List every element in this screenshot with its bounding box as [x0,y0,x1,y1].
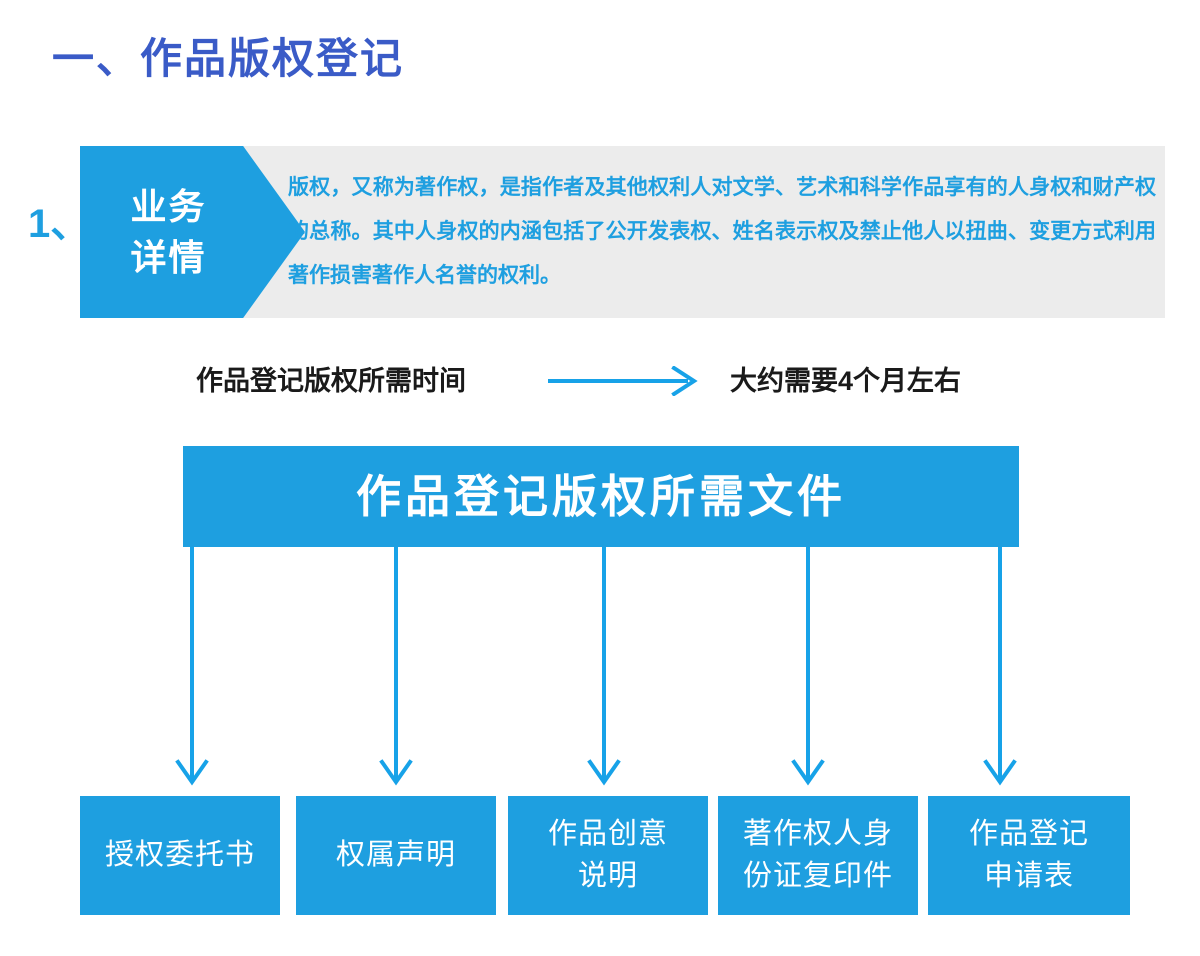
business-detail-tag-line-1: 业务 [130,185,207,227]
required-documents-row: 授权委托书 权属声明 作品创意说明 著作权人身份证复印件 作品登记申请表 [80,796,1130,915]
document-card-4[interactable]: 作品登记申请表 [928,796,1130,915]
right-arrow-icon [548,366,698,396]
connector-arrow-3 [587,547,621,786]
connector-arrow-1 [175,547,209,786]
document-card-2[interactable]: 作品创意说明 [508,796,708,915]
connector-arrow-2 [379,547,413,786]
business-detail-tag-line-2: 详情 [130,237,207,278]
document-card-0[interactable]: 授权委托书 [80,796,280,915]
business-detail-band: 1、 业务 详情 版权，又称为著作权，是指作者及其他权利人对文学、艺术和科学作品… [0,146,1200,318]
duration-row: 作品登记版权所需时间 大约需要4个月左右 [0,358,1200,404]
document-card-label-4: 作品登记申请表 [968,818,1089,892]
page-title: 一、作品版权登记 [52,35,405,82]
connector-arrow-5 [983,547,1017,786]
document-card-label-1: 权属声明 [335,838,456,871]
document-card-1[interactable]: 权属声明 [296,796,496,915]
business-detail-panel [240,146,1165,318]
business-detail-index: 1、 [28,202,91,246]
required-documents-banner: 作品登记版权所需文件 [183,446,1019,547]
document-card-label-3: 著作权人身份证复印件 [742,818,893,892]
document-card-3[interactable]: 著作权人身份证复印件 [718,796,918,915]
required-documents-banner-label: 作品登记版权所需文件 [355,471,846,522]
duration-value: 大约需要4个月左右 [730,366,962,396]
document-card-label-0: 授权委托书 [104,838,255,871]
business-detail-body: 版权，又称为著作权，是指作者及其他权利人对文学、艺术和科学作品享有的人身权和财产… [288,176,1156,287]
duration-label: 作品登记版权所需时间 [196,366,466,396]
connector-arrow-4 [791,547,825,786]
document-card-label-2: 作品创意说明 [547,818,668,892]
